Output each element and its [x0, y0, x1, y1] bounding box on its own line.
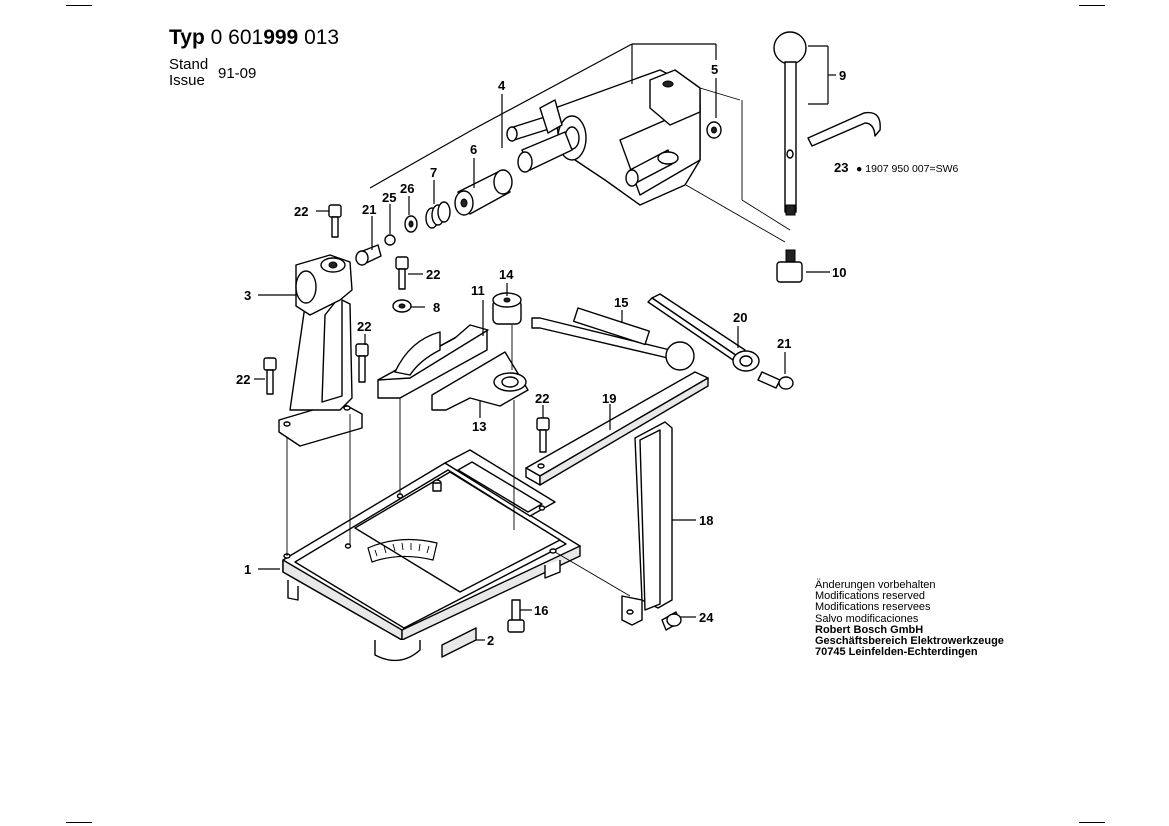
- callouts: 1 2 3 4 5 6 7 26 25 21 22 9 23 ● 1907 95…: [236, 62, 959, 648]
- cap-screw-22-bar: [536, 417, 550, 453]
- callout-18: 18: [699, 513, 713, 528]
- cap-screw-22-mid: [395, 256, 409, 290]
- callout-19: 19: [602, 391, 616, 406]
- callout-8: 8: [433, 300, 440, 315]
- callout-26: 26: [400, 181, 414, 196]
- leader-lines: [254, 43, 836, 641]
- threaded-rod-with-ball: [531, 307, 695, 371]
- crop-mark-bottom-right: [1079, 822, 1105, 823]
- part-bold: 999: [263, 26, 299, 49]
- stand-label: Stand: [169, 56, 209, 73]
- crop-mark-bottom-left: [66, 822, 92, 823]
- compression-spring: [425, 201, 451, 229]
- cap-screw-22-column: [355, 343, 369, 383]
- thumb-screw: [661, 611, 682, 631]
- note-line: Modifications reserved: [815, 590, 926, 603]
- callout-14: 14: [499, 267, 514, 282]
- knurled-nut: [776, 249, 803, 283]
- assembly-lines: [286, 87, 791, 597]
- support-column: [278, 254, 363, 447]
- callout-11: 11: [471, 283, 485, 298]
- callout-16: 16: [534, 603, 548, 618]
- notes-block: Änderungen vorbehalten Modifications res…: [815, 579, 1004, 659]
- miter-guide: [431, 351, 529, 411]
- callout-20: 20: [733, 310, 747, 325]
- crop-mark-top-right: [1079, 5, 1105, 6]
- upright-channel: [621, 421, 673, 626]
- lock-washer: [384, 234, 396, 246]
- threaded-sleeve: [454, 169, 513, 216]
- issue-date: 91-09: [218, 65, 257, 82]
- part-suffix: 013: [304, 26, 340, 49]
- callout-22-bar: 22: [535, 391, 549, 406]
- crop-mark-top-left: [66, 5, 92, 6]
- stand-issue-labels: Stand Issue: [169, 57, 208, 89]
- callout-4: 4: [498, 78, 506, 93]
- clamp-head-assembly: [506, 69, 701, 206]
- cap-screw-upper: [355, 244, 382, 266]
- issue-label: Issue: [169, 72, 205, 89]
- base-plate: [282, 449, 581, 662]
- type-number: Typ 0 601999 013: [169, 26, 339, 50]
- cap-screw-22-top: [328, 204, 342, 238]
- stop-arm: [647, 293, 760, 372]
- cap-screw-22-left: [263, 357, 277, 395]
- callout-22-column: 22: [357, 319, 371, 334]
- cap-screw-right: [757, 371, 794, 390]
- callout-10: 10: [832, 265, 846, 280]
- company-address: 70745 Leinfelden-Echterdingen: [815, 646, 978, 659]
- callout-22-left: 22: [236, 372, 250, 387]
- hex-key: [807, 111, 881, 147]
- cap-screw-bottom: [507, 599, 525, 633]
- callout-5: 5: [711, 62, 718, 77]
- company-division: Geschäftsbereich Elektrowerkzeuge: [815, 635, 1004, 648]
- callout-1: 1: [244, 562, 251, 577]
- callout-9: 9: [839, 68, 846, 83]
- callout-13: 13: [472, 419, 486, 434]
- callout-21-upper: 21: [362, 202, 376, 217]
- callout-6: 6: [470, 142, 477, 157]
- callout-2: 2: [487, 633, 494, 648]
- angle-fence: [377, 324, 489, 399]
- callout-24: 24: [699, 610, 714, 625]
- callout-21-right: 21: [777, 336, 791, 351]
- callout-7: 7: [430, 165, 437, 180]
- callout-22-top: 22: [294, 204, 308, 219]
- type-label: Typ: [169, 26, 205, 49]
- callout-25: 25: [382, 190, 396, 205]
- lever-handle: [773, 31, 807, 216]
- part-prefix: 0 601: [210, 26, 264, 49]
- note-line: Salvo modificaciones: [815, 612, 919, 625]
- guide-bar: [525, 371, 709, 486]
- callout-23-note: ● 1907 950 007=SW6: [856, 163, 959, 175]
- note-line: Änderungen vorbehalten: [815, 579, 936, 591]
- rating-plate-label: [441, 627, 477, 658]
- callout-23: 23: [834, 160, 848, 175]
- note-line: Modifications reservees: [815, 601, 931, 614]
- callout-22-mid: 22: [426, 267, 440, 282]
- locking-knob: [492, 292, 522, 325]
- callout-15: 15: [614, 295, 628, 310]
- company-name: Robert Bosch GmbH: [815, 623, 924, 636]
- callout-3: 3: [244, 288, 251, 303]
